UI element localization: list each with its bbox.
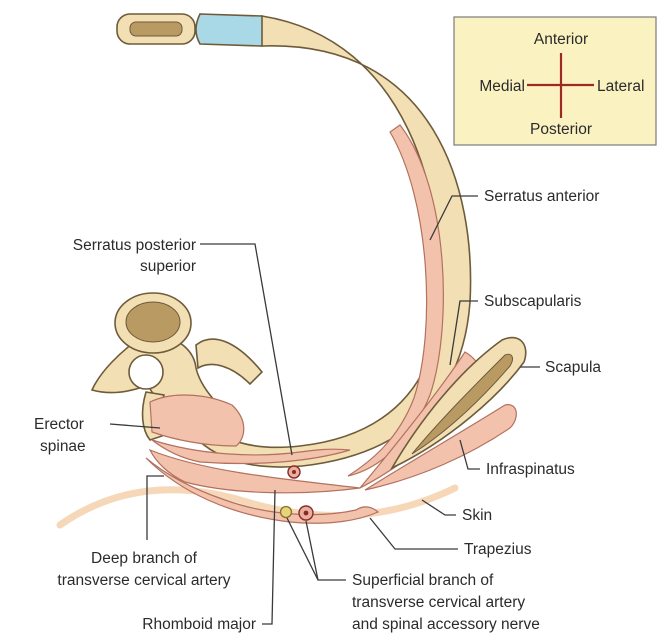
skin-layer xyxy=(60,488,455,525)
leader-superficial-artery xyxy=(306,521,346,580)
label-superficial-line2: transverse cervical artery xyxy=(352,594,525,611)
erector-spinae-muscle xyxy=(150,395,244,446)
label-trapezius: Trapezius xyxy=(464,541,532,558)
transverse-process xyxy=(196,339,262,384)
label-subscapularis: Subscapularis xyxy=(484,293,582,310)
label-infraspinatus: Infraspinatus xyxy=(486,461,575,478)
leader-accessory-nerve xyxy=(287,518,318,580)
label-skin: Skin xyxy=(462,507,492,524)
label-erector-line2: spinae xyxy=(40,438,86,455)
label-anterior: Anterior xyxy=(534,31,588,48)
costal-cartilage xyxy=(196,14,267,46)
vertebral-body-marrow xyxy=(126,302,180,342)
label-rhomboid-major: Rhomboid major xyxy=(142,616,256,633)
label-deep-branch-line2: transverse cervical artery xyxy=(57,572,230,589)
label-superficial-line3: and spinal accessory nerve xyxy=(352,616,540,633)
leader-deep-branch xyxy=(147,476,164,540)
sternum-marrow xyxy=(130,22,182,36)
label-serratus-posterior-line1: Serratus posterior xyxy=(73,237,196,254)
leader-trapezius xyxy=(370,518,458,549)
label-serratus-posterior-line2: superior xyxy=(140,258,196,275)
label-lateral: Lateral xyxy=(597,78,644,95)
deep-branch-artery-lumen xyxy=(292,470,296,474)
label-deep-branch-line1: Deep branch of xyxy=(91,550,198,567)
vertebral-foramen xyxy=(129,355,163,389)
label-scapula: Scapula xyxy=(545,359,601,376)
label-medial: Medial xyxy=(479,78,525,95)
label-posterior: Posterior xyxy=(530,121,592,138)
label-serratus-anterior: Serratus anterior xyxy=(484,188,599,205)
label-superficial-line1: Superficial branch of xyxy=(352,572,494,589)
spinal-accessory-nerve xyxy=(281,507,292,518)
label-erector-line1: Erector xyxy=(34,416,84,433)
superficial-branch-artery-lumen xyxy=(304,511,309,516)
orientation-compass: Anterior Posterior Medial Lateral xyxy=(454,17,656,145)
